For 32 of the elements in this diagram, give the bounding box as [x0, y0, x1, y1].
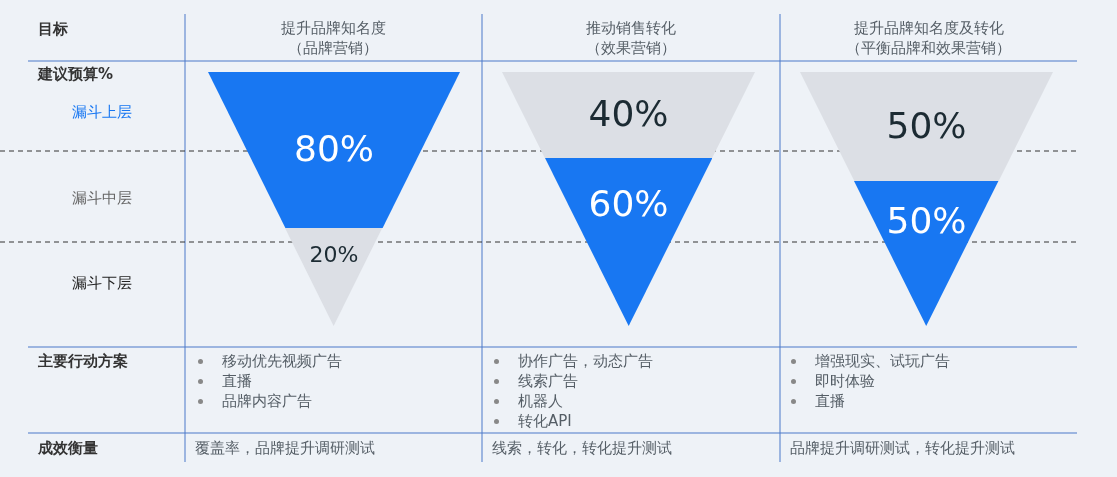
percentage-label: 50%	[885, 104, 968, 146]
row-header: 建议预算%	[38, 65, 114, 84]
metric-text: 线索，转化，转化提升测试	[492, 439, 672, 458]
funnel-segment	[800, 72, 1053, 181]
bullet-item: 线索广告	[518, 372, 578, 391]
percentage-label: 40%	[587, 93, 670, 134]
table-text: 漏斗中层	[72, 189, 132, 208]
funnel-level-label: 漏斗下层	[72, 274, 132, 293]
metric-text: 覆盖率，品牌提升调研测试	[195, 439, 375, 458]
column-header: 提升品牌知名度及转化（平衡品牌和效果营销）	[845, 18, 1012, 58]
percentage-label: 80%	[293, 128, 375, 169]
row-header: 主要行动方案	[38, 352, 128, 371]
bullet-item: 直播	[222, 372, 252, 391]
funnel-segment	[208, 72, 460, 228]
row-header: 目标	[38, 20, 68, 39]
funnel-segment	[544, 158, 713, 326]
bullet-item: 即时体验	[815, 372, 875, 391]
metric-text: 品牌提升调研测试，转化提升测试	[790, 439, 1015, 458]
bullet-item: 机器人	[518, 392, 563, 411]
bullet-item: 品牌内容广告	[222, 392, 312, 411]
percentage-label: 50%	[885, 199, 968, 241]
column-header: 提升品牌知名度（品牌营销）	[279, 18, 387, 58]
funnel-segment	[854, 181, 999, 326]
bullet-item: 直播	[815, 392, 845, 411]
column-header: 推动销售转化（效果营销）	[585, 18, 677, 58]
row-header: 成效衡量	[38, 439, 98, 458]
percentage-label: 20%	[308, 242, 360, 268]
funnel-segment	[502, 72, 755, 158]
percentage-label: 60%	[587, 183, 670, 225]
bullet-item: 转化API	[518, 412, 572, 431]
funnel-level-label: 漏斗上层	[72, 103, 132, 122]
funnel-segment	[285, 228, 383, 326]
